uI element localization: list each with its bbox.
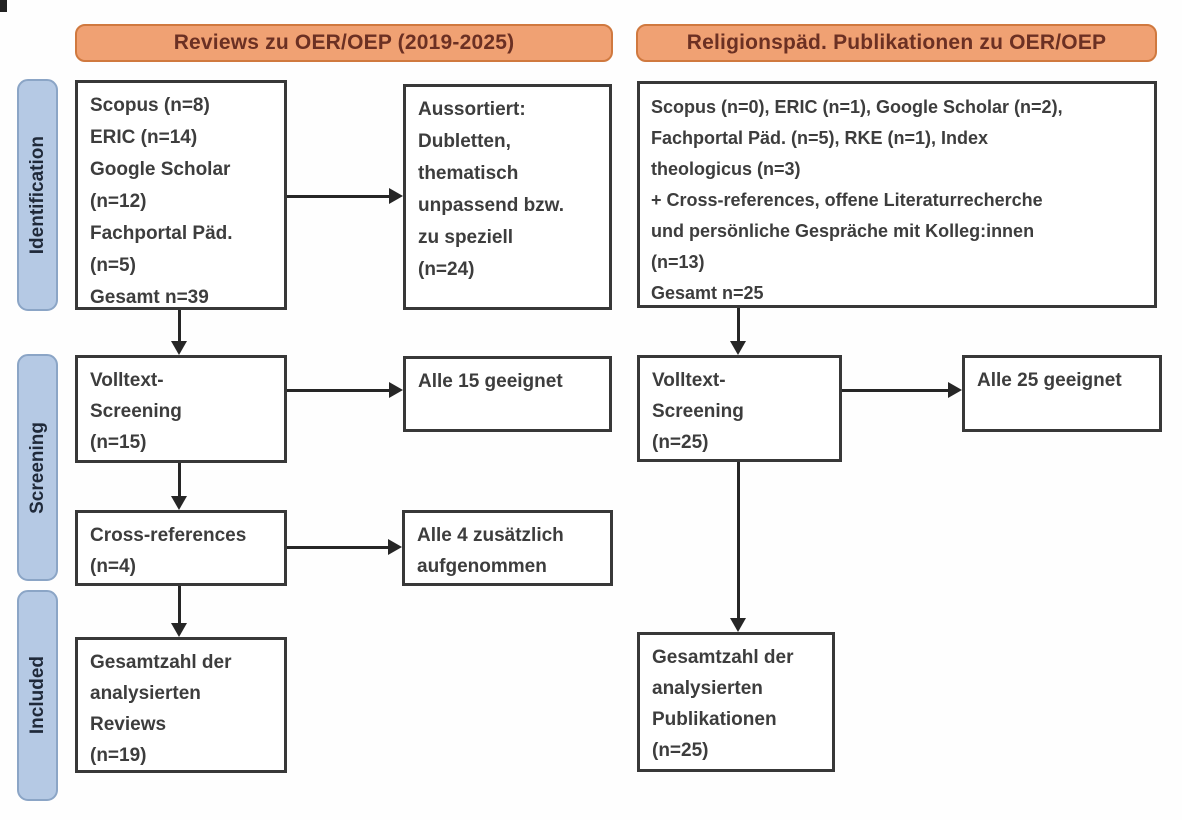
arrow-left-crossref-to-result-head (388, 539, 402, 555)
box-left-excluded: Aussortiert: Dubletten, thematisch unpas… (403, 84, 612, 310)
box-right-included-total: Gesamtzahl der analysierten Publikatione… (637, 632, 835, 772)
arrow-right-sources-to-fulltext-line (737, 308, 740, 342)
arrow-left-sources-to-excluded-head (389, 188, 403, 204)
arrow-left-fulltext-to-crossref-line (178, 463, 181, 497)
column-header-reviews-label: Reviews zu OER/OEP (2019-2025) (173, 31, 515, 54)
arrow-left-sources-to-fulltext-head (171, 341, 187, 355)
arrow-right-sources-to-fulltext-head (730, 341, 746, 355)
arrow-left-fulltext-to-result-head (389, 382, 403, 398)
stage-label-identification: Identification (17, 79, 58, 311)
arrow-right-fulltext-to-total-head (730, 618, 746, 632)
box-left-crossref: Cross-references (n=4) (75, 510, 287, 586)
box-right-fulltext-screening: Volltext- Screening (n=25) (637, 355, 842, 462)
box-left-included-total: Gesamtzahl der analysierten Reviews (n=1… (75, 637, 287, 773)
arrow-left-sources-to-fulltext-line (178, 310, 181, 342)
arrow-right-fulltext-to-result-line (842, 389, 950, 392)
arrow-left-crossref-to-total-line (178, 586, 181, 624)
stage-label-screening: Screening (17, 354, 58, 581)
stage-label-identification-text: Identification (26, 135, 48, 255)
arrow-left-crossref-to-result-line (287, 546, 390, 549)
stage-label-screening-text: Screening (26, 421, 48, 514)
arrow-left-fulltext-to-crossref-head (171, 496, 187, 510)
arrow-left-crossref-to-total-head (171, 623, 187, 637)
box-left-fulltext-result: Alle 15 geeignet (403, 356, 612, 432)
column-header-religionspaed: Religionspäd. Publikationen zu OER/OEP (636, 24, 1157, 62)
box-right-fulltext-result: Alle 25 geeignet (962, 355, 1162, 432)
stage-label-included: Included (17, 590, 58, 801)
box-left-fulltext-screening: Volltext- Screening (n=15) (75, 355, 287, 463)
arrow-left-sources-to-excluded-line (287, 195, 391, 198)
column-header-reviews: Reviews zu OER/OEP (2019-2025) (75, 24, 613, 62)
box-right-sources: Scopus (n=0), ERIC (n=1), Google Scholar… (637, 81, 1157, 308)
arrow-left-fulltext-to-result-line (287, 389, 391, 392)
arrow-right-fulltext-to-result-head (948, 382, 962, 398)
arrow-right-fulltext-to-total-line (737, 462, 740, 619)
crop-artifact (0, 0, 7, 12)
stage-label-included-text: Included (26, 656, 48, 735)
box-left-crossref-result: Alle 4 zusätzlich aufgenommen (402, 510, 613, 586)
box-left-sources: Scopus (n=8) ERIC (n=14) Google Scholar … (75, 80, 287, 310)
column-header-religionspaed-label: Religionspäd. Publikationen zu OER/OEP (686, 31, 1107, 54)
